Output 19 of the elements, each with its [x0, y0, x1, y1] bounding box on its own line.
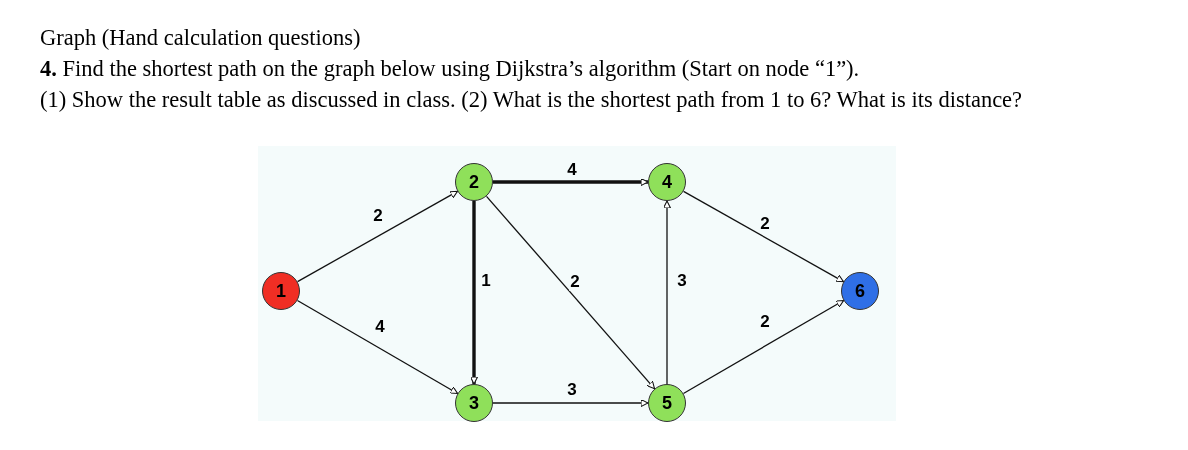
title: Graph (Hand calculation questions) — [40, 24, 361, 52]
edge-label: 2 — [569, 273, 581, 291]
arrow — [493, 178, 649, 187]
question-text: 4. Find the shortest path on the graph below using Dijkstra’s algorithm (Start on node “1”). — [40, 55, 861, 83]
arrow — [296, 190, 459, 283]
arrow — [663, 200, 672, 385]
arrow — [296, 299, 459, 395]
graph-node: 5 — [648, 384, 686, 422]
graph-node: 4 — [648, 163, 686, 201]
graph-node: 3 — [455, 384, 493, 422]
graph-node: 2 — [455, 163, 493, 201]
arrow — [682, 190, 845, 283]
arrow — [492, 399, 649, 408]
question-text: (1) Show the result table as discussed in class. (2) What is the shortest path from 1 to 6? What is its distance? — [40, 85, 1024, 114]
arrow — [485, 195, 656, 390]
graph-node: 1 — [262, 272, 300, 310]
arrow — [470, 201, 479, 385]
arrow — [682, 299, 845, 395]
graph-node: 6 — [841, 272, 879, 310]
